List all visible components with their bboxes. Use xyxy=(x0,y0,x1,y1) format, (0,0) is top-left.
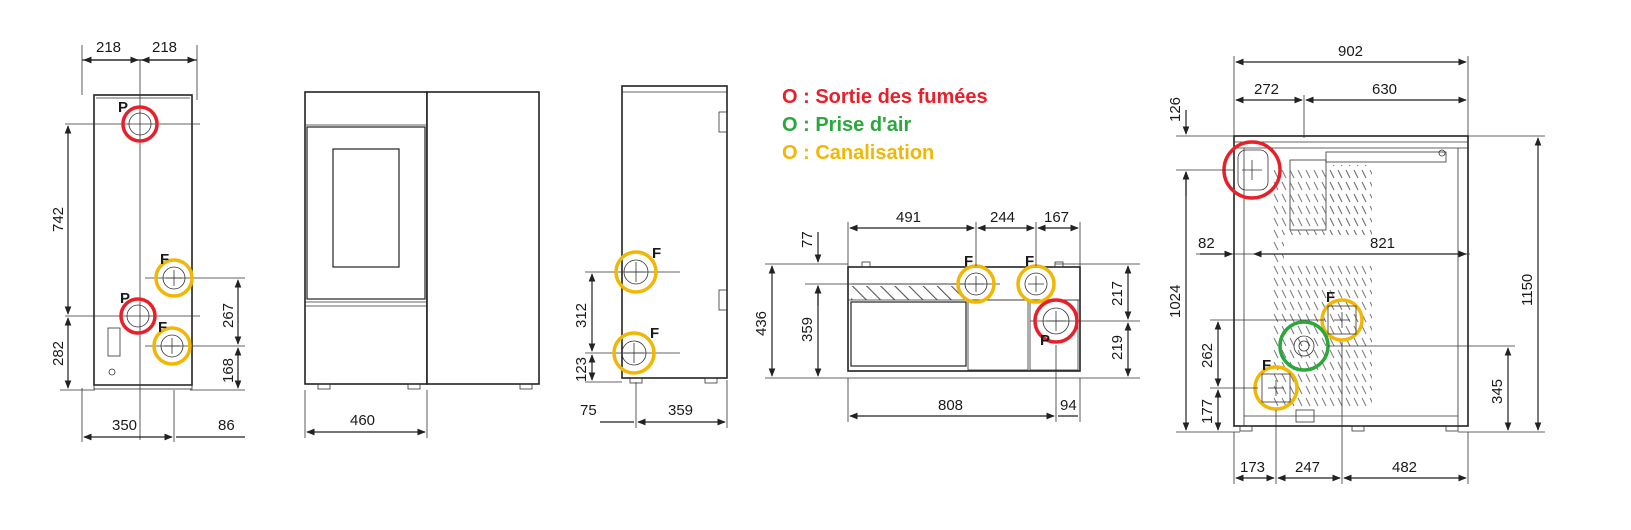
door-frame xyxy=(306,126,426,300)
duct-outlet-lower xyxy=(152,326,192,366)
legend-ducting: O : Canalisation xyxy=(782,142,934,164)
dim-312: 312 xyxy=(573,303,590,328)
legend-air-intake: O : Prise d'air xyxy=(782,114,911,136)
dim-482: 482 xyxy=(1392,459,1417,476)
view-top: F F P 491 244 167 77 436 359 217 219 808… xyxy=(753,209,1140,422)
door-glass xyxy=(332,148,400,268)
rear-label-f-lower: F xyxy=(1262,357,1271,374)
duct-outlet-upper xyxy=(154,258,194,298)
dim-345: 345 xyxy=(1489,379,1506,404)
dim-272: 272 xyxy=(1254,81,1279,98)
dim-82: 82 xyxy=(1198,235,1215,252)
stove-body xyxy=(93,94,193,386)
dim-94: 94 xyxy=(1060,397,1077,414)
label-p-top: P xyxy=(118,99,128,116)
dim-359-top: 359 xyxy=(799,317,816,342)
dim-359-side: 359 xyxy=(668,402,693,419)
top-label-p: P xyxy=(1040,332,1050,349)
dim-244: 244 xyxy=(990,209,1015,226)
dim-167: 167 xyxy=(1044,209,1069,226)
label-f-upper: F xyxy=(160,251,169,268)
dim-262: 262 xyxy=(1199,343,1216,368)
exhaust-outlet-top xyxy=(121,105,159,143)
dim-1150: 1150 xyxy=(1519,274,1536,306)
view-side: F F 312 123 359 75 xyxy=(573,85,728,428)
dim-267: 267 xyxy=(220,303,237,328)
top-exhaust xyxy=(1033,298,1079,344)
dim-821: 821 xyxy=(1370,235,1395,252)
legend: O : Sortie des fumées O : Prise d'air O … xyxy=(782,86,988,164)
label-f-lower: F xyxy=(158,319,167,336)
dim-173: 173 xyxy=(1240,459,1265,476)
dim-217: 217 xyxy=(1109,281,1126,306)
dim-75: 75 xyxy=(580,402,597,419)
legend-exhaust: O : Sortie des fumées xyxy=(782,86,988,108)
dim-218-right: 218 xyxy=(152,39,177,56)
rear-label-f-upper: F xyxy=(1326,289,1335,306)
dim-247: 247 xyxy=(1295,459,1320,476)
side-duct-lower xyxy=(612,331,656,375)
view-front-door: 460 xyxy=(304,91,540,438)
dim-350: 350 xyxy=(112,417,137,434)
dim-218-left: 218 xyxy=(96,39,121,56)
dim-77: 77 xyxy=(799,231,816,248)
view-front-outlets: P P F F 218 218 742 282 267 168 350 86 xyxy=(50,39,245,442)
top-label-f-right: F xyxy=(1025,253,1034,270)
side-label-f-upper: F xyxy=(652,245,661,262)
dim-123: 123 xyxy=(573,357,590,382)
dim-460: 460 xyxy=(350,412,375,429)
view-rear: F F 902 272 630 126 82 821 1024 1150 262 xyxy=(1167,43,1545,484)
dim-902: 902 xyxy=(1338,43,1363,60)
exhaust-outlet-bottom xyxy=(119,297,157,335)
dim-491: 491 xyxy=(896,209,921,226)
label-p-bottom: P xyxy=(120,290,130,307)
dim-219: 219 xyxy=(1109,335,1126,360)
dim-86: 86 xyxy=(218,417,235,434)
side-label-f-lower: F xyxy=(650,325,659,342)
dim-177: 177 xyxy=(1199,399,1216,424)
dim-808: 808 xyxy=(938,397,963,414)
dim-1024: 1024 xyxy=(1167,285,1184,318)
dim-742: 742 xyxy=(50,207,67,232)
side-duct-upper xyxy=(614,250,658,294)
dim-282: 282 xyxy=(50,341,67,366)
dim-436: 436 xyxy=(753,311,770,336)
dim-126: 126 xyxy=(1167,97,1184,122)
dim-168: 168 xyxy=(220,358,237,383)
top-label-f-left: F xyxy=(964,253,973,270)
dim-630: 630 xyxy=(1372,81,1397,98)
